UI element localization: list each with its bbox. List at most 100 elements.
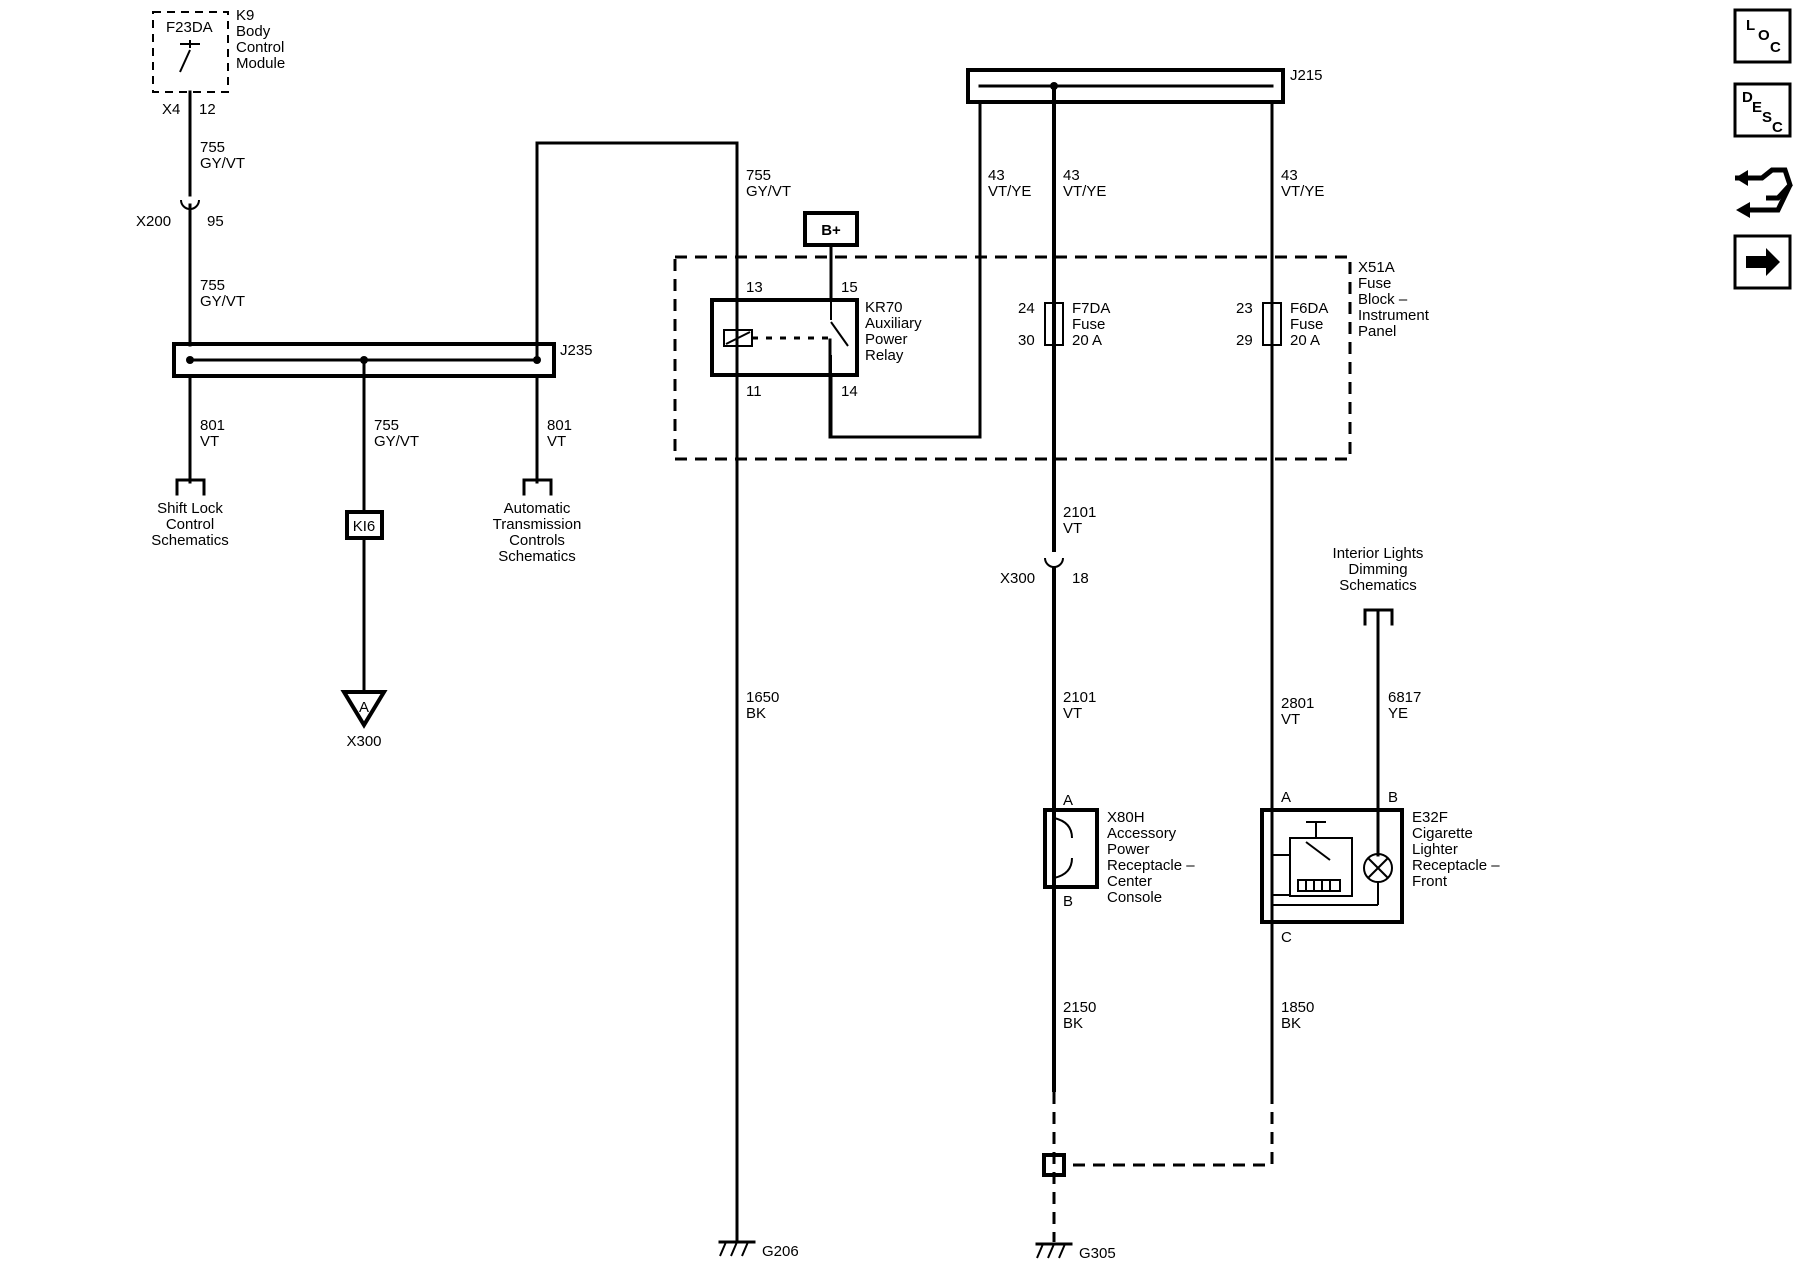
w16-color: BK: [1281, 1015, 1301, 1032]
x51a-name-2: Block –: [1358, 291, 1408, 308]
e32f-heater-coils: [1305, 880, 1331, 891]
connector-view-button[interactable]: [1735, 167, 1793, 218]
kr70-name-3: Relay: [865, 347, 904, 364]
f6da-type: Fuse: [1290, 316, 1323, 333]
offpage-ref: X300: [346, 733, 381, 750]
wire-755-to-relay: [535, 141, 739, 1242]
offpage-connector-a[interactable]: A X300: [340, 690, 388, 750]
e32f-box: [1260, 808, 1404, 924]
x51a-boundary: [673, 255, 1352, 461]
g305-hatch: [1036, 1243, 1066, 1259]
x51a-name-3: Instrument: [1358, 307, 1430, 324]
e32f-cigarette-lighter: A B C E32F Cigarette Lighter Receptacle …: [1260, 789, 1500, 946]
x80h-box: [1043, 808, 1099, 889]
auto-trans-line-4: Schematics: [498, 548, 576, 565]
location-button[interactable]: L O C: [1733, 8, 1792, 64]
desc-letter-4: C: [1772, 119, 1783, 136]
e32f-lamp-x2: [1367, 857, 1389, 879]
w5-color: VT: [547, 433, 566, 450]
g305-ref: G305: [1079, 1245, 1116, 1262]
f7da-fuse: 24 30 F7DA Fuse 20 A: [1018, 300, 1110, 349]
e32f-feed: [1271, 810, 1290, 856]
w13-color: VT: [1281, 711, 1300, 728]
connector-icon-lower: [1750, 183, 1793, 213]
description-button[interactable]: D E S C: [1733, 82, 1792, 138]
next-page-button[interactable]: [1733, 234, 1792, 290]
w8-circuit: 43: [1063, 167, 1080, 184]
f7da-type: Fuse: [1072, 316, 1105, 333]
w13-circuit: 2801: [1281, 695, 1314, 712]
arrow-right-icon: [1746, 248, 1780, 276]
desc-letter-2: E: [1752, 99, 1762, 116]
f7da-symbol: [1044, 302, 1064, 346]
e32f-pin-b: B: [1388, 789, 1398, 806]
e32f-ref: E32F: [1412, 809, 1448, 826]
e32f-ground-dashed: [1066, 1092, 1274, 1167]
w7-color: VT/YE: [988, 183, 1031, 200]
w15-circuit: 2150: [1063, 999, 1096, 1016]
k9-fuse-label: F23DA: [166, 19, 213, 36]
f6da-name: F6DA: [1290, 300, 1328, 317]
w7-circuit: 43: [988, 167, 1005, 184]
connector-icon-arrow-1: [1735, 170, 1748, 186]
f6da-fuse: 23 29 F6DA Fuse 20 A: [1236, 300, 1328, 349]
x300-ref: X300: [1000, 570, 1035, 587]
x200-ref: X200: [136, 213, 171, 230]
k9-name-3: Module: [236, 55, 285, 72]
x300-connector: X300 18: [1000, 552, 1089, 587]
x80h-ref: X80H: [1107, 809, 1145, 826]
x51a-name-1: Fuse: [1358, 275, 1391, 292]
auto-trans-line-1: Automatic: [504, 500, 571, 517]
interior-lights-line-1: Interior Lights: [1333, 545, 1424, 562]
x80h-contact-a: [1053, 810, 1073, 839]
desc-letter-3: S: [1762, 109, 1772, 126]
w12-circuit: 1650: [746, 689, 779, 706]
auto-trans-reference[interactable]: Automatic Transmission Controls Schemati…: [493, 500, 582, 565]
kr70-box: [710, 298, 859, 377]
f6da-rating: 20 A: [1290, 332, 1320, 349]
x80h-name-1: Accessory: [1107, 825, 1177, 842]
x80h-accessory-receptacle: A B X80H Accessory Power Receptacle – Ce…: [1043, 792, 1195, 910]
x300-gap: [1044, 552, 1064, 566]
g305-ground: G305: [1035, 1242, 1116, 1262]
e32f-return: [1271, 894, 1378, 906]
k9-name-2: Control: [236, 39, 284, 56]
j235-ref: J235: [560, 342, 593, 359]
j235-node-1: [186, 356, 194, 364]
k9-body-control-module: F23DA K9 Body Control Module X4 12: [152, 7, 285, 118]
k9-name-1: Body: [236, 23, 271, 40]
shift-lock-line-2: Control: [166, 516, 214, 533]
ki6-text: KI6: [353, 518, 376, 535]
f6da-pin-out: 29: [1236, 332, 1253, 349]
k9-ref: K9: [236, 7, 254, 24]
w5-circuit: 801: [547, 417, 572, 434]
e32f-pin-c: C: [1281, 929, 1292, 946]
shift-lock-reference[interactable]: Shift Lock Control Schematics: [151, 500, 229, 549]
w14-color: YE: [1388, 705, 1408, 722]
kr70-ref: KR70: [865, 299, 903, 316]
w11-circuit: 2101: [1063, 689, 1096, 706]
ki6-label: KI6: [345, 510, 384, 540]
e32f-heater: [1297, 879, 1341, 892]
e32f-name-2: Lighter: [1412, 841, 1458, 858]
loc-letter-2: O: [1758, 27, 1770, 44]
x80h-name-2: Power: [1107, 841, 1150, 858]
w4-circuit: 755: [374, 417, 399, 434]
location-button-frame: [1733, 8, 1792, 64]
shift-lock-line-1: Shift Lock: [157, 500, 223, 517]
f6da-symbol: [1262, 302, 1282, 346]
kr70-name-1: Auxiliary: [865, 315, 922, 332]
auto-trans-line-3: Controls: [509, 532, 565, 549]
x51a-ref: X51A: [1358, 259, 1395, 276]
w1-color: GY/VT: [200, 155, 245, 172]
g206-ground: G206: [718, 1240, 799, 1260]
auto-trans-connector: [522, 478, 553, 496]
ground-splice: [1042, 1153, 1066, 1177]
x51a-fuse-block: X51A Fuse Block – Instrument Panel: [673, 255, 1430, 461]
w9-color: VT/YE: [1281, 183, 1324, 200]
connector-icon-arrow-2: [1736, 202, 1750, 218]
f7da-name: F7DA: [1072, 300, 1110, 317]
interior-lights-reference[interactable]: Interior Lights Dimming Schematics: [1333, 545, 1424, 594]
g206-ref: G206: [762, 1243, 799, 1260]
